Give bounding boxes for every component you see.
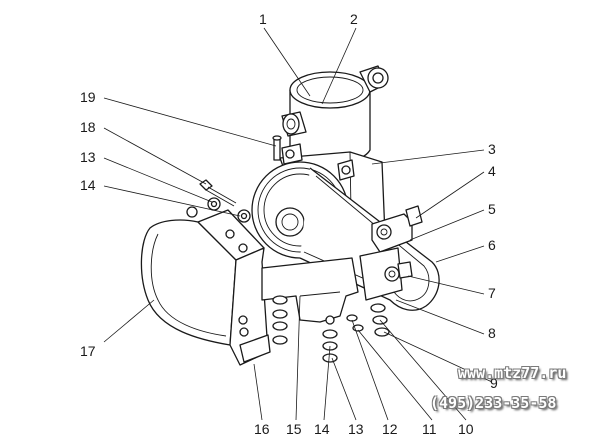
label-10: 10: [458, 421, 474, 437]
washer-13-upper: [207, 197, 221, 211]
washer-stack-right: [346, 303, 390, 337]
label-1: 1: [259, 11, 267, 27]
label-12: 12: [382, 421, 398, 437]
reference-labels: 1 2 3 4 5 6 7 8 9 10 11 12 13 14 15 16 1…: [80, 11, 498, 437]
watermark-phone: (495)233-35-58: [430, 394, 557, 412]
compressor-cylinder: [281, 65, 389, 165]
label-4: 4: [488, 163, 496, 179]
washer-14-upper: [237, 209, 251, 223]
label-19: 19: [80, 89, 96, 105]
washer-stack-left: [272, 295, 288, 345]
label-5: 5: [488, 201, 496, 217]
watermark-site: www.mtz77.ru: [458, 364, 567, 382]
label-11: 11: [422, 421, 437, 437]
label-14-left: 14: [80, 177, 96, 193]
label-13-bottom: 13: [348, 421, 364, 437]
label-13-left: 13: [80, 149, 96, 165]
label-17: 17: [80, 343, 96, 359]
label-16: 16: [254, 421, 270, 437]
tensioner-bracket: [359, 205, 423, 301]
label-6: 6: [488, 237, 496, 253]
label-18: 18: [80, 119, 96, 135]
label-3: 3: [488, 141, 496, 157]
leader-lines: [103, 27, 493, 421]
bolt-18: [199, 179, 237, 207]
label-2: 2: [350, 11, 358, 27]
label-8: 8: [488, 325, 496, 341]
label-9: 9: [490, 375, 498, 391]
label-15: 15: [286, 421, 302, 437]
label-14-bottom: 14: [314, 421, 330, 437]
belt-guard-cover: [140, 206, 271, 366]
label-7: 7: [488, 285, 496, 301]
